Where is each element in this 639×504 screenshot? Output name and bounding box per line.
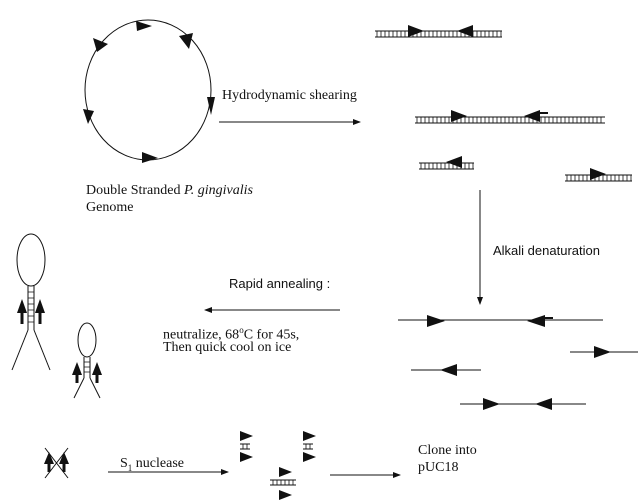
nuclease-subscript: 1 xyxy=(127,462,133,473)
genome-label-line2: Genome xyxy=(86,200,134,215)
annealing-line1: neutralize, 68oC for 45s, xyxy=(163,322,299,344)
genome-arrow-2 xyxy=(179,33,193,49)
degree-mark: o xyxy=(239,325,244,335)
ds-products xyxy=(240,431,316,500)
genome-arrow-1 xyxy=(136,21,152,31)
nuclease-suffix: nuclease xyxy=(132,456,184,471)
genome-species: P. gingivalis xyxy=(183,183,253,198)
annealing-title: Rapid annealing : xyxy=(229,276,331,291)
shearing-label: Hydrodynamic shearing xyxy=(222,88,357,103)
genome-label: Double Stranded P. gingivalis xyxy=(86,183,253,199)
genome-arrow-3 xyxy=(93,38,108,52)
fragment-long xyxy=(415,110,605,124)
annealing-line1-text: neutralize, 68 xyxy=(163,327,240,343)
circular-genome xyxy=(83,19,215,163)
clone-label-line2: pUC18 xyxy=(418,460,459,475)
single-strand-fragments xyxy=(398,315,638,410)
hairpin-large xyxy=(11,233,51,371)
hairpin-small xyxy=(72,322,102,399)
nuclease-label: S1 nuclease xyxy=(120,456,184,476)
genome-arrow-6 xyxy=(142,152,158,163)
genome-label-prefix: Double Stranded xyxy=(86,183,184,198)
fragment-short-right xyxy=(565,168,632,182)
alkali-label: Alkali denaturation xyxy=(493,243,600,258)
clone-label-line1: Clone into xyxy=(418,443,477,458)
annealing-line2: Then quick cool on ice xyxy=(163,340,292,355)
fragment-short-left xyxy=(419,156,474,170)
genome-arrow-4 xyxy=(207,97,215,115)
fragment-top xyxy=(375,25,502,38)
annealing-line1-end: C for 45s, xyxy=(243,327,300,343)
genome-arrow-5 xyxy=(83,109,94,124)
nuclease-prefix: S xyxy=(120,456,128,471)
digested-hairpin xyxy=(44,447,69,479)
